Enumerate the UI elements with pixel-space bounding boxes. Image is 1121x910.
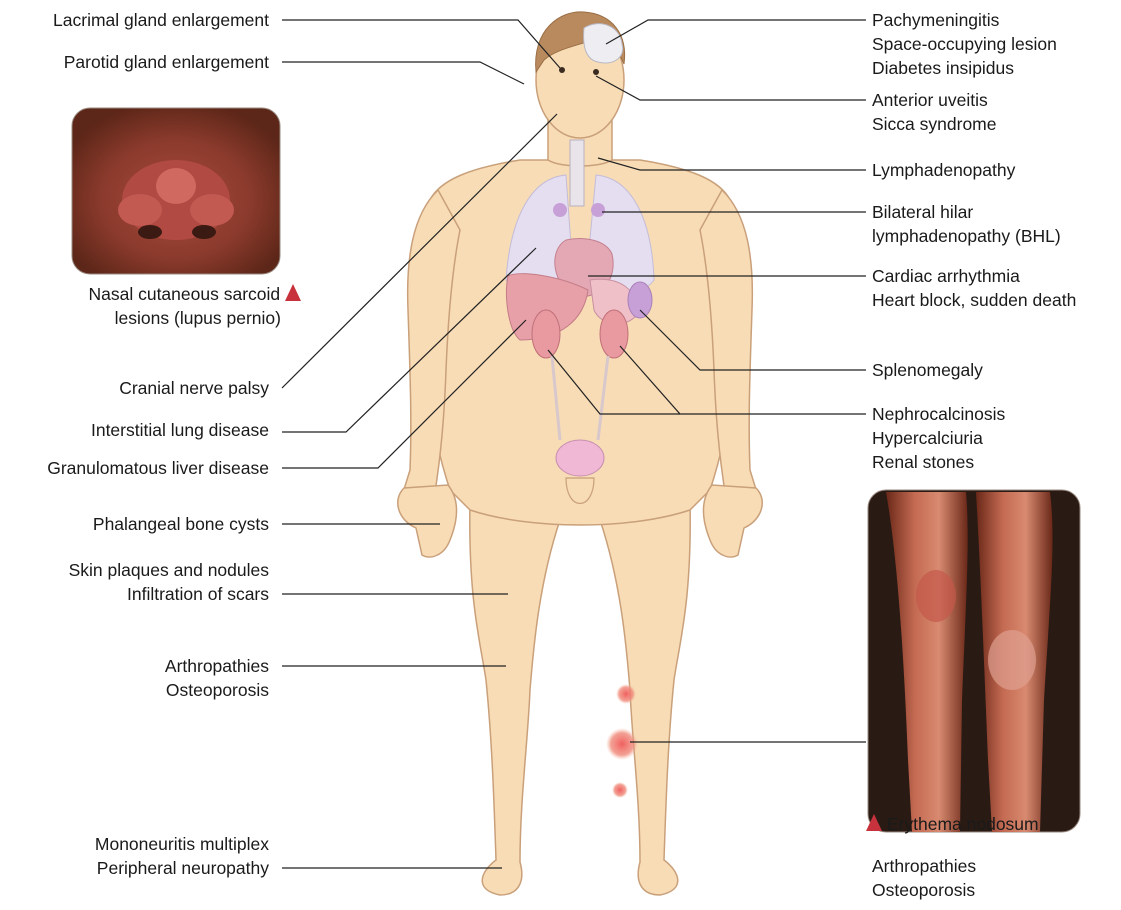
spleen xyxy=(628,282,652,318)
caption-erythema-nodosum: Erythema nodosum xyxy=(866,812,1039,836)
bladder xyxy=(556,440,604,476)
trachea xyxy=(570,140,584,206)
left-leg xyxy=(470,500,560,895)
marker-triangle-icon xyxy=(285,284,301,301)
label-liver: Granulomatous liver disease xyxy=(47,456,269,480)
lesion-icon xyxy=(612,782,628,798)
lesion-icon xyxy=(606,728,638,760)
left-kidney xyxy=(532,310,560,358)
marker-triangle-icon xyxy=(866,814,882,831)
eye-icon xyxy=(593,69,599,75)
lesion-icon xyxy=(616,684,636,704)
label-skin: Skin plaques and nodules Infiltration of… xyxy=(69,558,269,606)
right-hand xyxy=(704,485,763,557)
label-lymphadenopathy: Lymphadenopathy xyxy=(872,158,1015,182)
label-lacrimal: Lacrimal gland enlargement xyxy=(53,8,269,32)
right-leg xyxy=(600,500,690,895)
label-cranial-nerve: Cranial nerve palsy xyxy=(119,376,269,400)
hilar-node-icon xyxy=(591,203,605,217)
label-arthropathies-right: Arthropathies Osteoporosis xyxy=(872,854,976,902)
label-arthropathies-left: Arthropathies Osteoporosis xyxy=(165,654,269,702)
label-parotid: Parotid gland enlargement xyxy=(64,50,269,74)
label-cardiac: Cardiac arrhythmia Heart block, sudden d… xyxy=(872,264,1076,312)
label-splenomegaly: Splenomegaly xyxy=(872,358,983,382)
left-hand xyxy=(398,485,457,557)
label-pachymeningitis: Pachymeningitis Space-occupying lesion D… xyxy=(872,8,1057,80)
nasal-photo xyxy=(72,108,280,274)
label-bhl: Bilateral hilar lymphadenopathy (BHL) xyxy=(872,200,1061,248)
hilar-node-icon xyxy=(553,203,567,217)
label-uveitis: Anterior uveitis Sicca syndrome xyxy=(872,88,997,136)
label-neuropathy: Mononeuritis multiplex Peripheral neurop… xyxy=(95,832,269,880)
label-renal: Nephrocalcinosis Hypercalciuria Renal st… xyxy=(872,402,1005,474)
legs-photo xyxy=(868,490,1080,832)
label-phalangeal: Phalangeal bone cysts xyxy=(93,512,269,536)
caption-nasal: Nasal cutaneous sarcoid lesions (lupus p… xyxy=(88,282,301,330)
label-interstitial-lung: Interstitial lung disease xyxy=(91,418,269,442)
